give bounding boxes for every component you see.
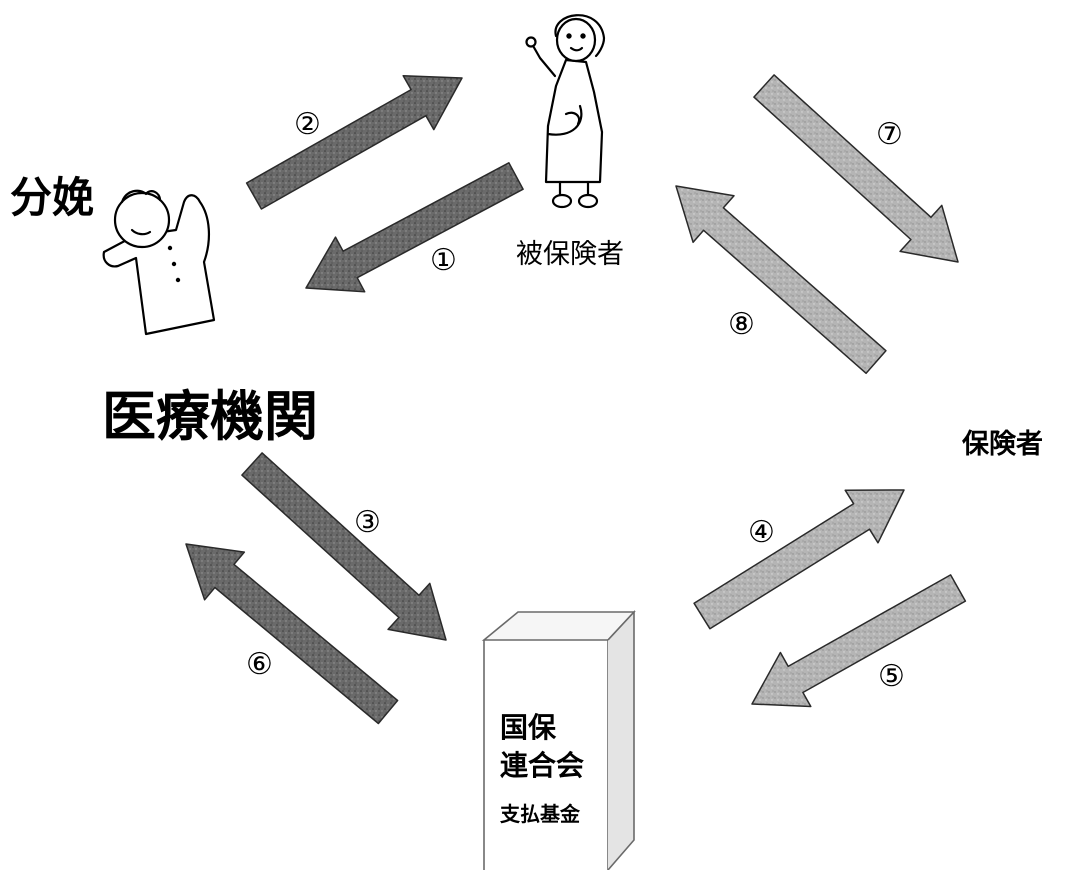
arrow-step-6 xyxy=(185,543,399,725)
step-3-label: ③ xyxy=(354,505,381,540)
baby-illustration xyxy=(102,189,216,336)
insurer-label: 保険者 xyxy=(962,429,1043,460)
federation-box xyxy=(481,609,636,870)
step-2-label: ② xyxy=(294,107,321,142)
arrow-step-1 xyxy=(305,162,524,293)
payment-fund-label: 支払基金 xyxy=(500,802,580,826)
arrow-step-5 xyxy=(751,574,967,708)
pregnant-woman-illustration xyxy=(525,14,606,209)
step-1-label: ① xyxy=(430,243,457,278)
step-5-label: ⑤ xyxy=(878,659,905,694)
step-4-label: ④ xyxy=(748,515,775,550)
arrows xyxy=(185,74,967,725)
arrow-step-3 xyxy=(241,452,447,641)
federation-label-line1: 国保 xyxy=(500,711,557,744)
step-6-label: ⑥ xyxy=(246,647,273,682)
medical-institution-label: 医療機関 xyxy=(102,385,318,448)
childbirth-label: 分娩 xyxy=(10,173,95,222)
arrow-step-2 xyxy=(245,74,463,210)
arrow-step-7 xyxy=(753,74,959,263)
step-8-label: ⑧ xyxy=(728,307,755,342)
arrow-step-4 xyxy=(693,489,905,630)
federation-label-line2: 連合会 xyxy=(500,749,585,782)
step-7-label: ⑦ xyxy=(876,117,903,152)
arrow-step-8 xyxy=(675,185,887,375)
insured-person-label: 被保険者 xyxy=(516,239,624,270)
